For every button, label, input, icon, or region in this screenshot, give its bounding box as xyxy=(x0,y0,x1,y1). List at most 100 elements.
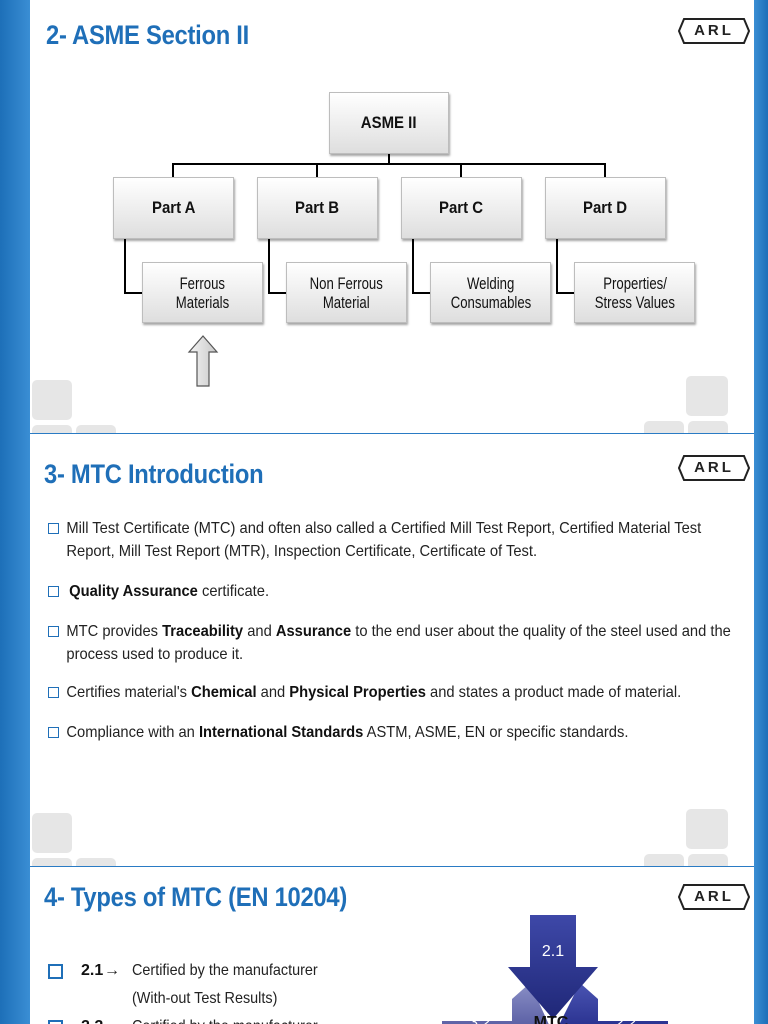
slide-title: 3- MTC Introduction xyxy=(44,459,264,489)
arl-logo: ARL xyxy=(677,455,751,481)
decor-square xyxy=(76,858,116,866)
type-subtext: (With-out Test Results) xyxy=(132,990,278,1007)
checkbox-bullet-icon xyxy=(48,1020,63,1024)
bullet-item: Quality Assurance certificate. xyxy=(48,580,738,603)
sub-label-line: Materials xyxy=(175,292,230,312)
sub-label-line: Ferrous xyxy=(179,273,226,293)
bold-term: Quality Assurance xyxy=(69,583,198,600)
connector-line xyxy=(604,163,606,177)
bullet-text-part: to the end user about the quality of the… xyxy=(66,623,731,663)
slide-mtc-introduction: 3- MTC Introduction ARL Mill Test Certif… xyxy=(30,434,754,866)
decor-square xyxy=(32,813,72,853)
right-arrow-shape xyxy=(559,983,668,1024)
bullet-text: Mill Test Certificate (MTC) and often al… xyxy=(66,520,702,560)
checkbox-bullet-icon xyxy=(48,727,59,738)
left-background-strip xyxy=(0,0,30,1024)
bullet-text: MTC provides Traceability and Assurance … xyxy=(48,620,747,666)
diagram-left-label: 3.2 xyxy=(470,1014,491,1024)
bullet-text-part: Compliance with an xyxy=(66,724,199,741)
asme-ii-box: ASME II xyxy=(329,92,449,154)
left-arrow-shape xyxy=(442,983,549,1024)
logo-text: ARL xyxy=(694,22,734,39)
bullet-text-part: ASTM, ASME, EN or specific standards. xyxy=(363,724,629,741)
connector-line xyxy=(556,292,574,294)
bullet-text: Certifies material's Chemical and Physic… xyxy=(48,681,747,704)
mtc-arrow-diagram: 2.1 MTC 3.2 2.2 xyxy=(442,915,668,1024)
diagram-top-label: 2.1 xyxy=(542,943,564,960)
decor-square xyxy=(32,380,72,420)
bullet-text-part: MTC provides xyxy=(66,623,163,640)
logo-text: ARL xyxy=(694,459,734,476)
slide-asme-section-ii: 2- ASME Section II ARL ASME II Part A Pa… xyxy=(30,0,754,433)
diagram-right-label: 2.2 xyxy=(616,1014,637,1024)
sub-label-line: Welding xyxy=(466,273,515,293)
bold-term: Traceability xyxy=(162,623,244,640)
type-code: 2.2 xyxy=(81,1013,103,1024)
right-background-strip xyxy=(754,0,768,1024)
bullet-item: MTC provides Traceability and Assurance … xyxy=(48,620,738,666)
part-a-label: Part A xyxy=(151,198,196,217)
decor-square xyxy=(32,425,72,433)
checkbox-bullet-icon xyxy=(48,626,59,637)
connector-line xyxy=(124,292,142,294)
top-arrow-shape xyxy=(508,915,598,1019)
decor-square xyxy=(688,421,728,433)
connector-line xyxy=(172,163,606,165)
logo-frame-icon xyxy=(677,455,751,481)
part-b-box: Part B xyxy=(257,177,378,239)
sub-label-line: Stress Values xyxy=(594,292,675,312)
logo-text: ARL xyxy=(694,888,734,905)
diagram-center-label: MTC xyxy=(534,1014,569,1024)
connector-line xyxy=(268,238,270,293)
sub-label-line: Material xyxy=(323,292,370,312)
part-c-label: Part C xyxy=(439,198,484,217)
part-d-box: Part D xyxy=(545,177,666,239)
connector-line xyxy=(316,163,318,177)
bullet-text: Quality Assurance certificate. xyxy=(48,580,750,603)
bold-term: International Standards xyxy=(198,724,364,741)
connector-line xyxy=(172,163,174,177)
part-d-label: Part D xyxy=(583,198,628,217)
type-description: Certified by the manufacturer xyxy=(132,1013,318,1024)
decor-square xyxy=(644,854,684,866)
bullet-item: Compliance with an International Standar… xyxy=(48,721,738,744)
bullet-item: Certifies material's Chemical and Physic… xyxy=(48,681,738,704)
slide-title: 4- Types of MTC (EN 10204) xyxy=(44,882,347,912)
decor-square xyxy=(644,421,684,433)
connector-line xyxy=(388,152,390,164)
type-description: Certified by the manufacturer xyxy=(132,962,318,979)
sub-label-line: Non Ferrous xyxy=(309,273,384,293)
up-arrow-icon xyxy=(187,335,219,387)
arrow-glyph: → xyxy=(104,1013,120,1024)
connector-line xyxy=(460,163,462,177)
arrow-glyph: → xyxy=(104,962,120,979)
connector-line xyxy=(412,238,414,293)
bullet-text-part: and xyxy=(256,684,290,701)
logo-frame-icon xyxy=(677,884,751,910)
arl-logo: ARL xyxy=(677,18,751,44)
bold-term: Assurance xyxy=(275,623,352,640)
checkbox-bullet-icon xyxy=(48,964,63,979)
decor-square xyxy=(76,425,116,433)
decor-square xyxy=(686,376,728,416)
properties-stress-values-box: Properties/Stress Values xyxy=(574,262,695,323)
connector-line xyxy=(412,292,430,294)
bullet-item: Mill Test Certificate (MTC) and often al… xyxy=(48,517,738,563)
connector-line xyxy=(268,292,286,294)
connector-line xyxy=(556,238,558,293)
checkbox-bullet-icon xyxy=(48,586,59,597)
part-b-label: Part B xyxy=(295,198,340,217)
bullet-text-part: and states a product made of material. xyxy=(425,684,682,701)
decor-square xyxy=(686,809,728,849)
sub-label-line: Properties/ xyxy=(602,273,667,293)
asme-ii-label: ASME II xyxy=(361,113,417,132)
connector-line xyxy=(124,238,126,293)
checkbox-bullet-icon xyxy=(48,523,59,534)
bold-term: Physical Properties xyxy=(289,684,426,701)
decor-square xyxy=(688,854,728,866)
slide-types-of-mtc: 4- Types of MTC (EN 10204) ARL 2.1 → Cer… xyxy=(30,867,754,1024)
bullet-text-part: Certifies material's xyxy=(66,684,192,701)
